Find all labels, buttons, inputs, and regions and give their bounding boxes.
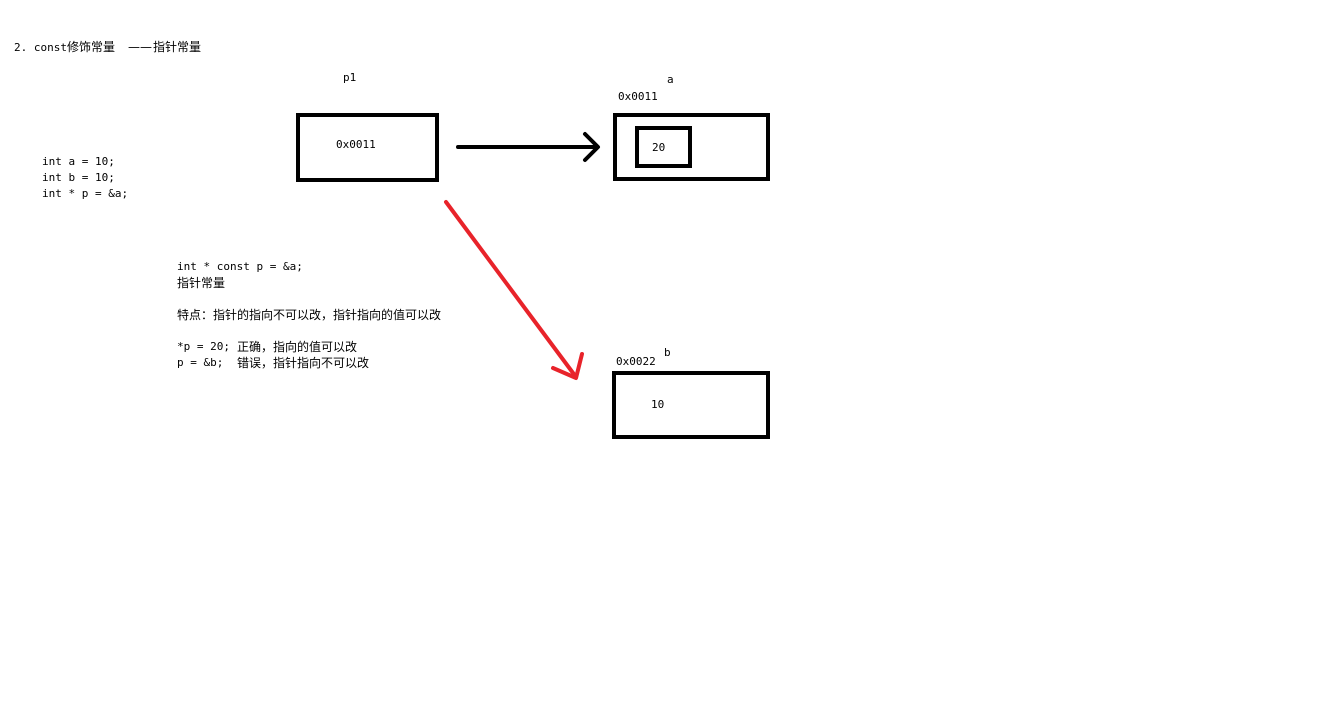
pointer-arrow (456, 132, 600, 162)
pointer-value: 0x0011 (336, 138, 376, 151)
explanation-title: 指针常量 (177, 276, 226, 290)
var-b-name: b (664, 346, 671, 359)
forbidden-arrow-head (551, 352, 584, 380)
explanation-feature: 特点：指针的指向不可以改，指针指向的值可以改 (177, 308, 442, 322)
explanation-line2-note: 错误，指针指向不可以改 (237, 356, 370, 370)
code-line: int * p = &a; (42, 187, 129, 200)
var-b-address: 0x0022 (616, 355, 656, 368)
pointer-arrow-head (583, 132, 600, 162)
var-a-value-cell (635, 126, 692, 168)
forbidden-arrow (444, 200, 584, 380)
explanation-code: int * const p = &a; (177, 260, 303, 273)
explanation-line1-note: 正确，指向的值可以改 (237, 340, 358, 354)
var-a-name: a (667, 73, 674, 86)
explanation-line1-code: *p = 20; (177, 340, 230, 353)
heading-dash: —— (128, 40, 152, 54)
heading: 2. const修饰常量 (14, 39, 115, 56)
heading-rest: 修饰常量 (66, 40, 115, 54)
pointer-box (296, 113, 439, 182)
heading-prefix: 2. const (14, 41, 67, 54)
explanation-line2-code: p = &b; (177, 356, 224, 369)
heading-subtitle: 指针常量 (153, 40, 202, 54)
var-b-value: 10 (651, 398, 665, 411)
code-line: int a = 10; (42, 155, 115, 168)
var-a-address: 0x0011 (618, 90, 658, 103)
pointer-name-label: p1 (343, 71, 357, 84)
code-line: int b = 10; (42, 171, 115, 184)
var-b-box (612, 371, 770, 439)
var-a-value: 20 (652, 141, 666, 154)
forbidden-arrow-shaft (444, 200, 578, 379)
